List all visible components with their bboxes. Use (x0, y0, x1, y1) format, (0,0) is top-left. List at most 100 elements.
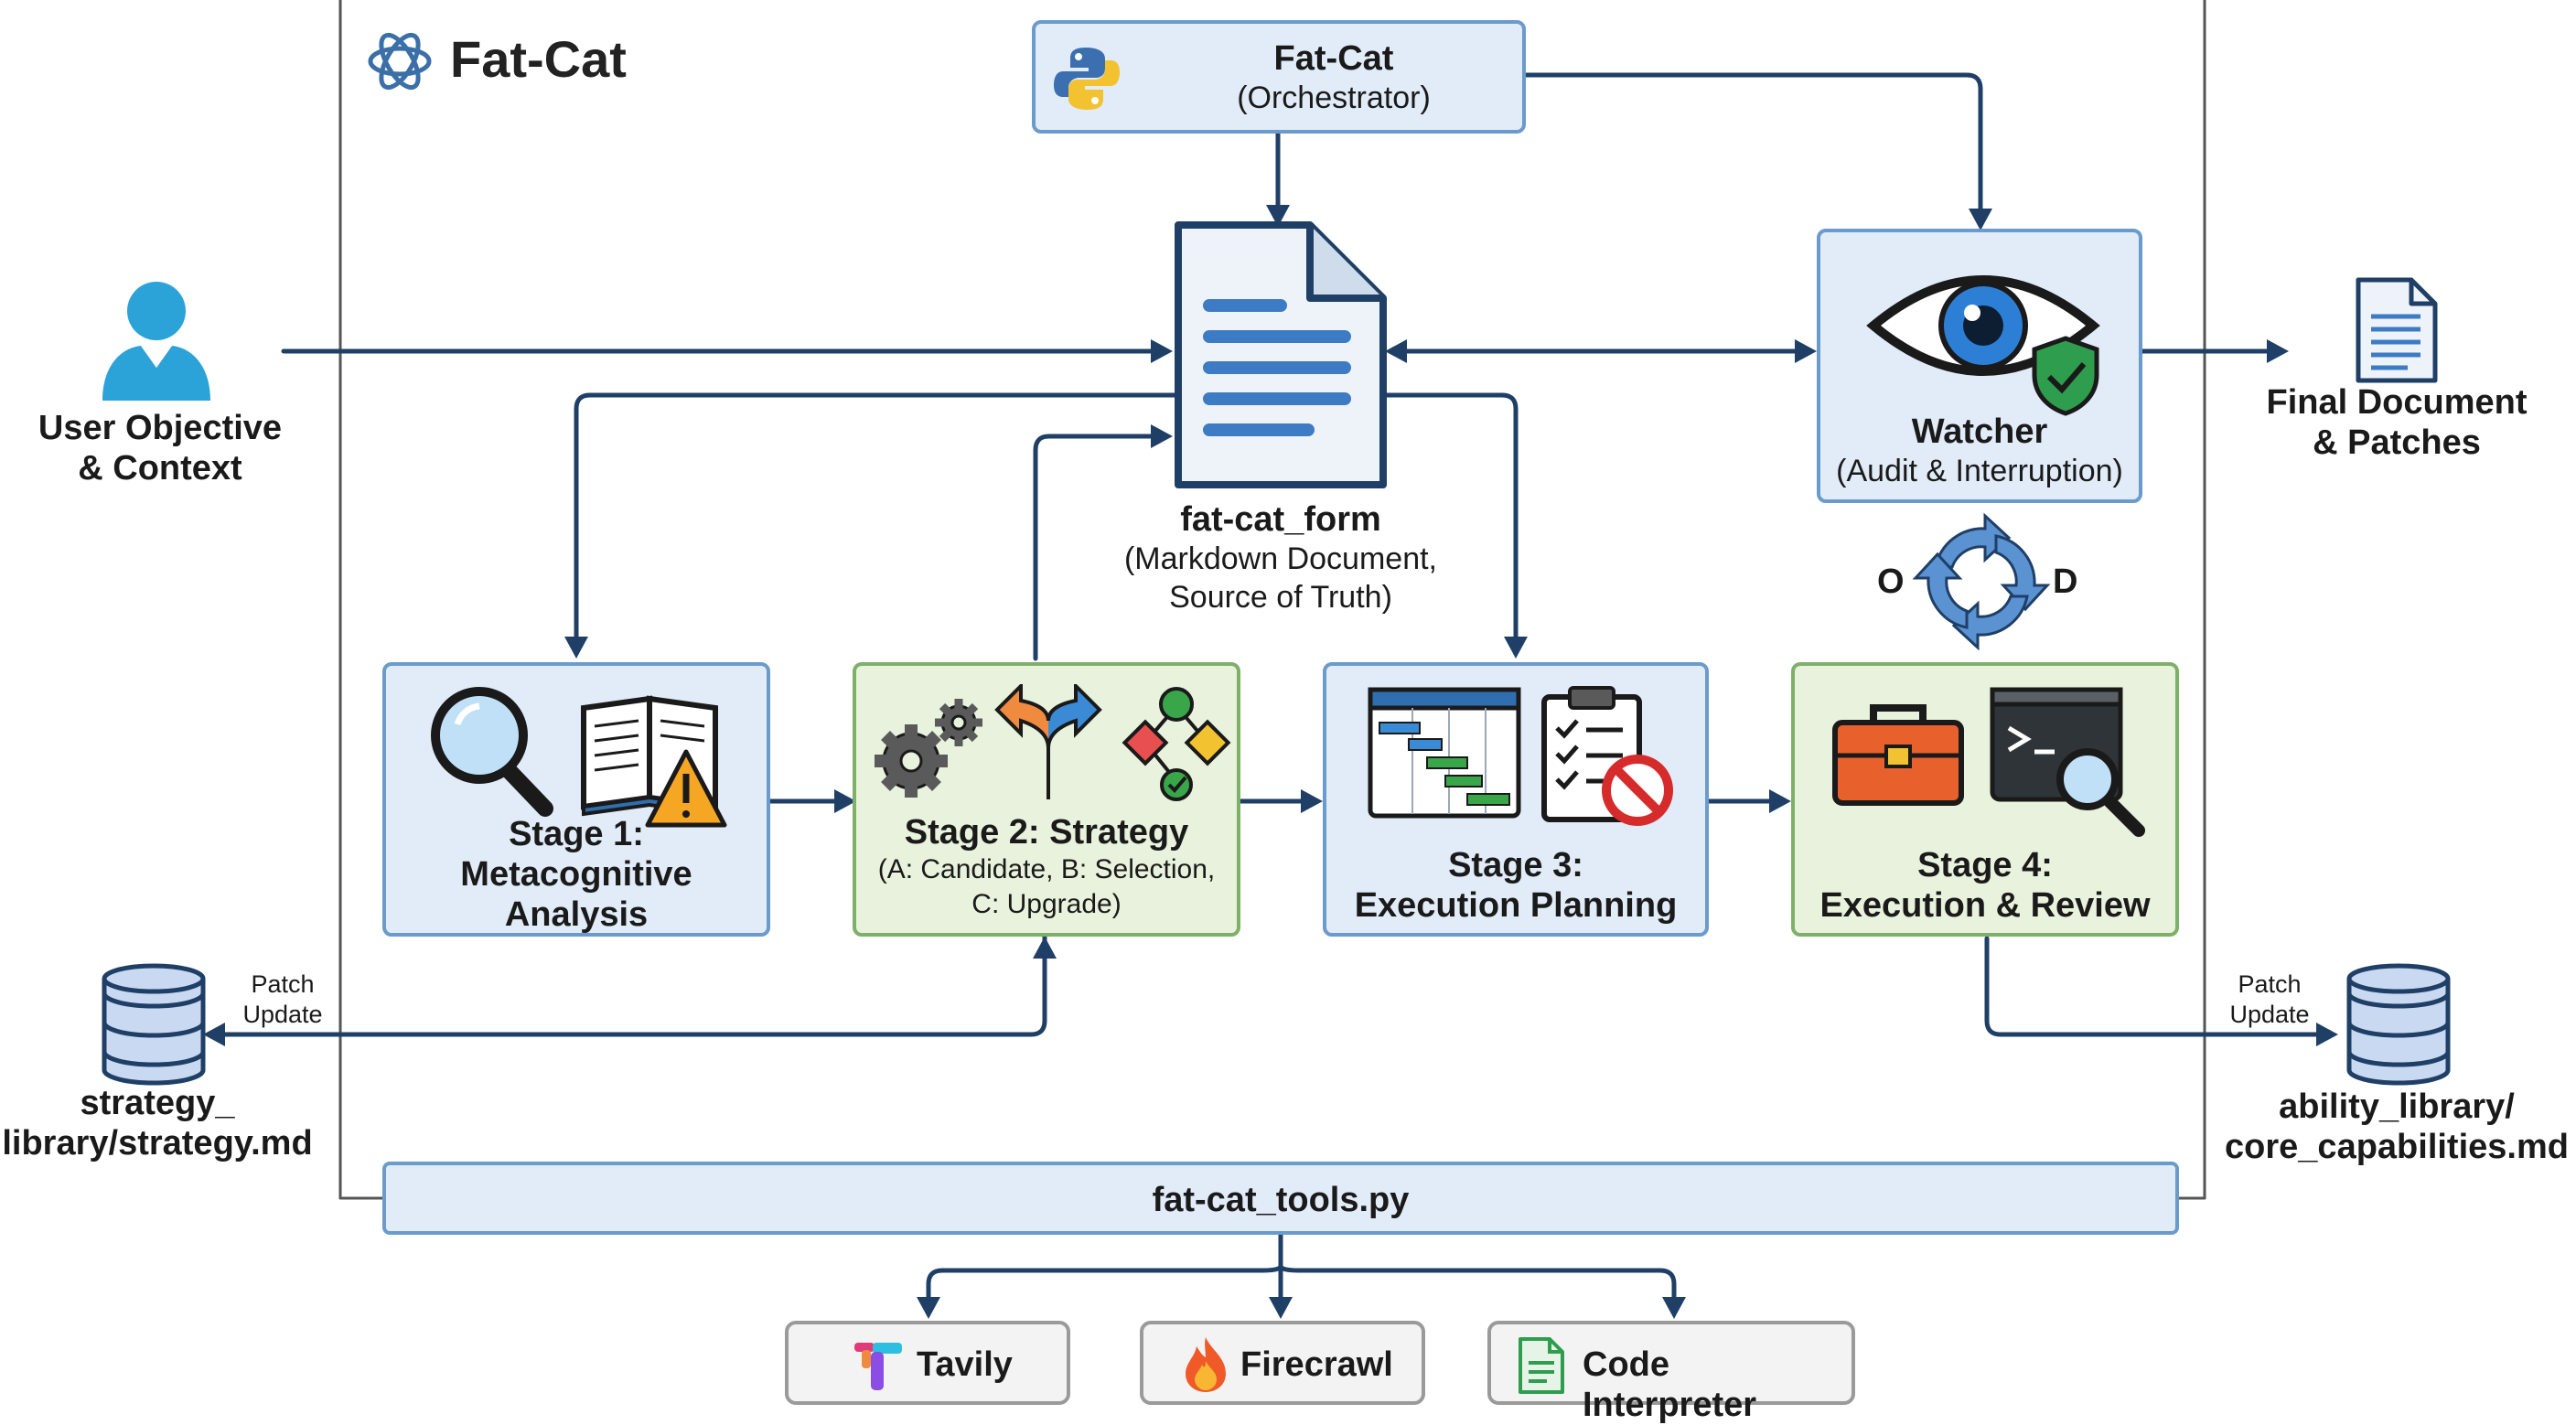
final-document-icon (2356, 277, 2438, 383)
cycle-label-d: D (2053, 562, 2078, 601)
arrowhead (1301, 789, 1323, 813)
orchestrator-title: Fat-Cat (1273, 39, 1394, 78)
tools-bar[interactable]: fat-cat_tools.py (382, 1162, 2179, 1235)
arrow-form-to-stage1 (574, 392, 1178, 643)
gantt-chart-icon (1368, 687, 1521, 819)
arrowhead (917, 1297, 940, 1319)
arrowhead (203, 1023, 225, 1046)
form-label: fat-cat_form (Markdown Document, Source … (1052, 499, 1509, 616)
book-warning-icon (581, 695, 727, 828)
brand-name: Fat-Cat (450, 30, 627, 88)
checklist-blocked-icon (1541, 686, 1673, 826)
ability-db-label: ability_library/ core_capabilities.md (2223, 1087, 2571, 1167)
stage-3-line1: Stage 3: (1448, 846, 1583, 884)
tool-tavily[interactable]: Tavily (785, 1321, 1070, 1405)
arrowhead (1269, 1297, 1293, 1319)
user-line1: User Objective (38, 409, 283, 447)
ability-patch-line2: Update (2229, 1001, 2310, 1028)
final-line2: & Patches (2313, 423, 2481, 462)
container-frame (338, 0, 2206, 1200)
arrowhead (564, 637, 588, 659)
strategy-patch-line2: Update (242, 1001, 323, 1028)
tool-tavily-label: Tavily (917, 1345, 1013, 1384)
arrow-tools-fanout (926, 1232, 1677, 1311)
stage-4-box[interactable]: Stage 4: Execution & Review (1791, 662, 2179, 937)
strategy-db-label: strategy_ library/strategy.md (0, 1083, 315, 1163)
ability-db-line2: core_capabilities.md (2225, 1128, 2569, 1166)
shield-check-icon (2032, 336, 2099, 416)
final-line1: Final Document (2266, 383, 2528, 422)
arrow-form-to-stage3 (1379, 392, 1519, 643)
terminal-search-icon (1990, 687, 2145, 837)
arrowhead (1662, 1297, 1686, 1319)
stage-3-box[interactable]: Stage 3: Execution Planning (1323, 662, 1709, 937)
openai-logo-icon (368, 32, 432, 91)
user-line2: & Context (78, 449, 242, 488)
code-file-icon (1519, 1337, 1564, 1394)
ability-patch-label: Patch Update (2219, 970, 2320, 1030)
form-title: fat-cat_form (1180, 500, 1381, 539)
strategy-db-line1: strategy_ (80, 1084, 235, 1122)
orchestrator-subtitle: (Orchestrator) (1237, 80, 1431, 115)
stage-3-line2: Execution Planning (1354, 886, 1678, 925)
ability-patch-line1: Patch (2238, 970, 2302, 998)
tool-firecrawl[interactable]: Firecrawl (1140, 1321, 1425, 1405)
user-label: User Objective & Context (18, 408, 302, 488)
toolbox-icon (1832, 704, 1964, 806)
arrowhead (1769, 789, 1791, 813)
document-icon (1175, 221, 1387, 488)
final-label: Final Document & Patches (2259, 382, 2534, 463)
cycle-arrows-icon (1912, 512, 2051, 651)
stage-1-box[interactable]: Stage 1: Metacognitive Analysis (382, 662, 770, 937)
tool-firecrawl-label: Firecrawl (1240, 1345, 1393, 1384)
watcher-box[interactable]: Watcher (Audit & Interruption) (1817, 229, 2142, 503)
user-icon (102, 282, 210, 401)
watcher-title: Watcher (1911, 412, 2048, 451)
strategy-db-line2: library/strategy.md (2, 1124, 313, 1162)
strategy-patch-label: Patch Update (232, 970, 333, 1030)
tavily-icon (854, 1343, 902, 1390)
form-line1: (Markdown Document, (1123, 541, 1437, 576)
strategy-patch-line1: Patch (251, 970, 315, 998)
cycle-label-o: O (1877, 562, 1905, 601)
arrowhead (1151, 339, 1173, 363)
form-line2: Source of Truth) (1169, 580, 1392, 615)
arrow-stage2-to-form (1033, 434, 1157, 661)
stage-1-line2: Metacognitive (460, 855, 692, 894)
strategy-database-icon (102, 963, 206, 1086)
magnifier-icon (431, 687, 553, 817)
stage-4-line2: Execution & Review (1819, 886, 2151, 925)
stage-2-line2: (A: Candidate, B: Selection, (877, 854, 1216, 884)
python-icon (1054, 48, 1120, 110)
tool-code-interpreter[interactable]: Code Interpreter (1487, 1321, 1855, 1424)
stage-1-line1: Stage 1: (509, 815, 644, 853)
arrowhead (1151, 424, 1173, 448)
arrowhead (834, 789, 856, 813)
flowchart-icon (1122, 687, 1231, 801)
stage-2-line1: Stage 2: Strategy (904, 813, 1189, 852)
arrowhead (1795, 339, 1817, 363)
split-arrows-icon (994, 684, 1102, 799)
arrowhead (1504, 637, 1528, 659)
orchestrator-box[interactable]: Fat-Cat (Orchestrator) (1032, 20, 1526, 134)
fire-icon (1186, 1337, 1226, 1392)
watcher-subtitle: (Audit & Interruption) (1836, 454, 2123, 488)
arrowhead (1385, 339, 1407, 363)
tools-bar-label: fat-cat_tools.py (1152, 1181, 1410, 1219)
ability-database-icon (2346, 963, 2451, 1086)
stage-2-line3: C: Upgrade) (971, 889, 1122, 919)
arrowhead (1969, 209, 1992, 230)
arrowhead (2316, 1023, 2338, 1046)
arrow-stage4-to-ability-db (1984, 936, 2324, 1037)
arrow-stage2-to-strategy-db (215, 932, 1047, 1037)
gears-icon (875, 699, 982, 798)
stage-2-box[interactable]: Stage 2: Strategy (A: Candidate, B: Sele… (853, 662, 1240, 937)
arrowhead (1033, 937, 1057, 959)
stage-1-line3: Analysis (504, 895, 649, 934)
arrowhead (1266, 205, 1290, 227)
arrow-orchestrator-to-watcher (1523, 72, 1983, 215)
arrowhead (2267, 339, 2289, 363)
tool-code-interpreter-label: Code Interpreter (1583, 1345, 1757, 1424)
ability-db-line1: ability_library/ (2279, 1088, 2515, 1126)
